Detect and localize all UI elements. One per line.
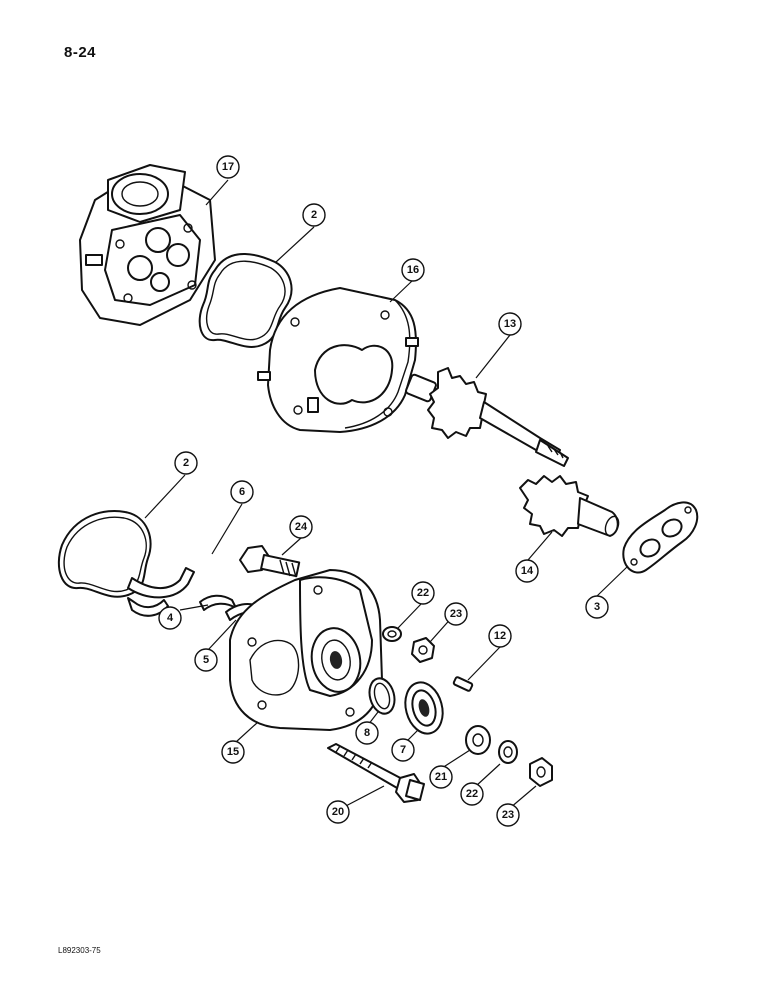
callout-15: 15: [221, 740, 245, 764]
callout-22-bottom: 22: [460, 782, 484, 806]
nut-top: [411, 637, 435, 663]
svg-text:21: 21: [435, 771, 447, 783]
leader-lines: [144, 179, 629, 809]
callout-23-bottom: 23: [496, 803, 520, 827]
driven-gear-part: [519, 475, 620, 537]
svg-text:15: 15: [227, 746, 239, 758]
svg-text:6: 6: [239, 486, 245, 498]
svg-text:2: 2: [183, 457, 189, 469]
svg-text:14: 14: [521, 565, 534, 577]
flat-washer-part: [465, 725, 491, 755]
callout-24: 24: [289, 515, 313, 539]
callout-7: 7: [391, 738, 415, 762]
callout-8: 8: [355, 721, 379, 745]
callout-2-left: 2: [174, 451, 198, 475]
callout-16: 16: [401, 258, 425, 282]
lock-washer-top: [382, 626, 402, 642]
callout-14: 14: [515, 559, 539, 583]
svg-text:8: 8: [364, 727, 370, 739]
figure-code: L892303-75: [58, 946, 101, 955]
o-ring-seal-left: [57, 510, 152, 598]
svg-text:22: 22: [417, 587, 429, 599]
svg-text:17: 17: [222, 161, 234, 173]
svg-text:20: 20: [332, 806, 344, 818]
svg-text:4: 4: [167, 612, 174, 624]
callout-13: 13: [498, 312, 522, 336]
svg-text:22: 22: [466, 788, 478, 800]
callout-21: 21: [429, 765, 453, 789]
callout-20: 20: [326, 800, 350, 824]
svg-text:23: 23: [450, 608, 462, 620]
seal-strip-part: [127, 567, 195, 617]
callout-3: 3: [585, 595, 609, 619]
svg-text:24: 24: [295, 521, 308, 533]
svg-text:2: 2: [311, 209, 317, 221]
callout-12: 12: [488, 624, 512, 648]
svg-text:3: 3: [594, 601, 600, 613]
callout-5: 5: [194, 648, 218, 672]
long-bolt-part: [327, 743, 425, 803]
o-ring-seal-top: [198, 253, 293, 348]
front-housing-part: [229, 569, 383, 731]
svg-text:5: 5: [203, 654, 209, 666]
callout-22-top: 22: [411, 581, 435, 605]
svg-text:13: 13: [504, 318, 516, 330]
callout-6: 6: [230, 480, 254, 504]
bolt-part-24: [239, 545, 301, 578]
svg-text:23: 23: [502, 809, 514, 821]
svg-text:16: 16: [407, 264, 419, 276]
o-ring-part-8: [368, 677, 396, 715]
callout-17: 17: [216, 155, 240, 179]
rear-cover-part: [79, 164, 216, 326]
drive-shaft-gear-part: [405, 367, 569, 467]
oil-seal-part: [404, 681, 444, 735]
gasket-plate-part: [622, 501, 699, 574]
key-part: [452, 676, 474, 692]
callout-4: 4: [158, 606, 182, 630]
gear-body-part: [257, 287, 419, 433]
callout-23-top: 23: [444, 602, 468, 626]
lock-washer-bottom: [498, 740, 518, 764]
callout-2-top: 2: [302, 203, 326, 227]
page-number: 8-24: [64, 44, 97, 61]
nut-bottom: [529, 757, 553, 787]
svg-text:7: 7: [400, 744, 406, 756]
svg-text:12: 12: [494, 630, 506, 642]
